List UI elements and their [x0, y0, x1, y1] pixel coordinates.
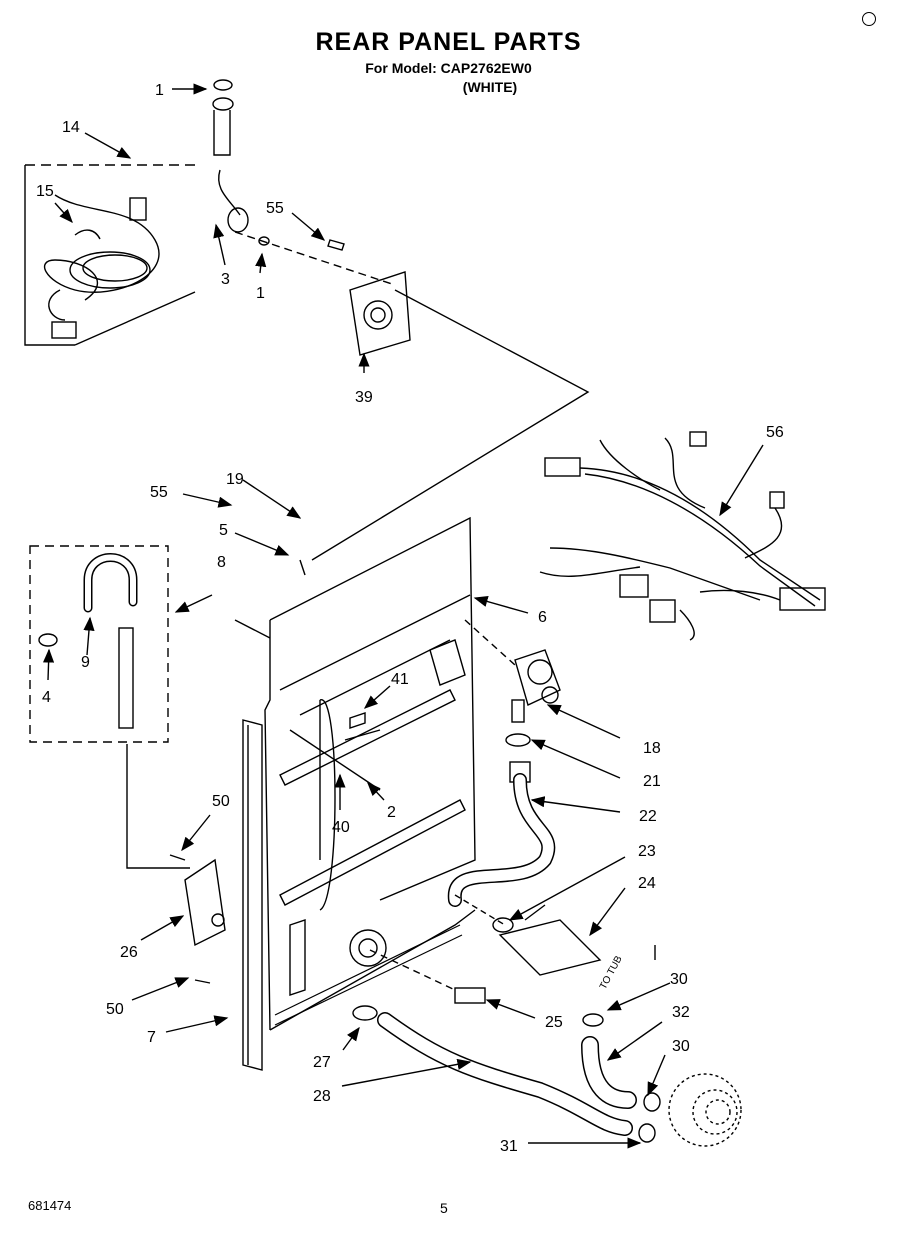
callout-30-bot: 30: [672, 1038, 690, 1055]
hose-32: [581, 1013, 661, 1143]
drain-hose-28: [352, 1005, 633, 1136]
plug-25: [454, 987, 486, 1004]
to-tub-label: TO TUB: [598, 954, 625, 992]
callout-4: 4: [42, 689, 51, 706]
pressure-switch-26: [169, 854, 226, 984]
callout-30-top: 30: [670, 971, 688, 988]
document-id: 681474: [28, 1198, 72, 1213]
callout-3: 3: [221, 271, 230, 288]
callout-28: 28: [313, 1088, 331, 1105]
callout-2: 2: [387, 804, 396, 821]
color-line: (WHITE): [462, 79, 518, 95]
terminal-block-39: [349, 271, 411, 356]
callout-9: 9: [81, 654, 90, 671]
callout-40: 40: [332, 819, 350, 836]
callout-14: 14: [62, 119, 80, 136]
callout-6: 6: [538, 609, 547, 626]
callout-15: 15: [36, 183, 54, 200]
callout-5: 5: [219, 522, 228, 539]
corner-hole-icon: [862, 12, 876, 26]
callout-26: 26: [120, 944, 138, 961]
page-number: 5: [440, 1200, 448, 1216]
model-line: For Model: CAP2762EW0: [365, 60, 532, 76]
callout-18: 18: [643, 740, 661, 757]
callout-7: 7: [147, 1029, 156, 1046]
callout-21: 21: [643, 773, 661, 790]
side-rail-7: [242, 719, 263, 1071]
callout-27: 27: [313, 1054, 331, 1071]
callout-19: 19: [226, 471, 244, 488]
callout-22: 22: [639, 808, 657, 825]
wire-harness-56: [539, 431, 826, 641]
callout-23: 23: [638, 843, 656, 860]
callout-arrows: [42, 83, 764, 1149]
power-cord-box: [24, 164, 196, 346]
callout-1-top: 1: [155, 82, 164, 99]
callout-39: 39: [355, 389, 373, 406]
fill-hose-22: [447, 761, 556, 907]
rear-panel-6: [264, 516, 476, 1031]
bracket-24: [454, 894, 602, 976]
water-valve-18: [464, 619, 561, 747]
callout-50-bot: 50: [106, 1001, 124, 1018]
cord-strain-relief: [212, 79, 396, 286]
callout-56: 56: [766, 424, 784, 441]
callout-25: 25: [545, 1014, 563, 1031]
callout-24: 24: [638, 875, 656, 892]
callout-31: 31: [500, 1138, 518, 1155]
pump-housing: [668, 1073, 742, 1147]
callout-55-top: 55: [266, 200, 284, 217]
callout-1-mid: 1: [256, 285, 265, 302]
callout-55-mid: 55: [150, 484, 168, 501]
diagram-artwork: [24, 79, 826, 1147]
page-title: REAR PANEL PARTS: [315, 28, 582, 56]
drain-hose-kit-box: [29, 545, 169, 743]
callout-41: 41: [391, 671, 409, 688]
callout-8: 8: [217, 554, 226, 571]
callout-50-top: 50: [212, 793, 230, 810]
callout-32: 32: [672, 1004, 690, 1021]
